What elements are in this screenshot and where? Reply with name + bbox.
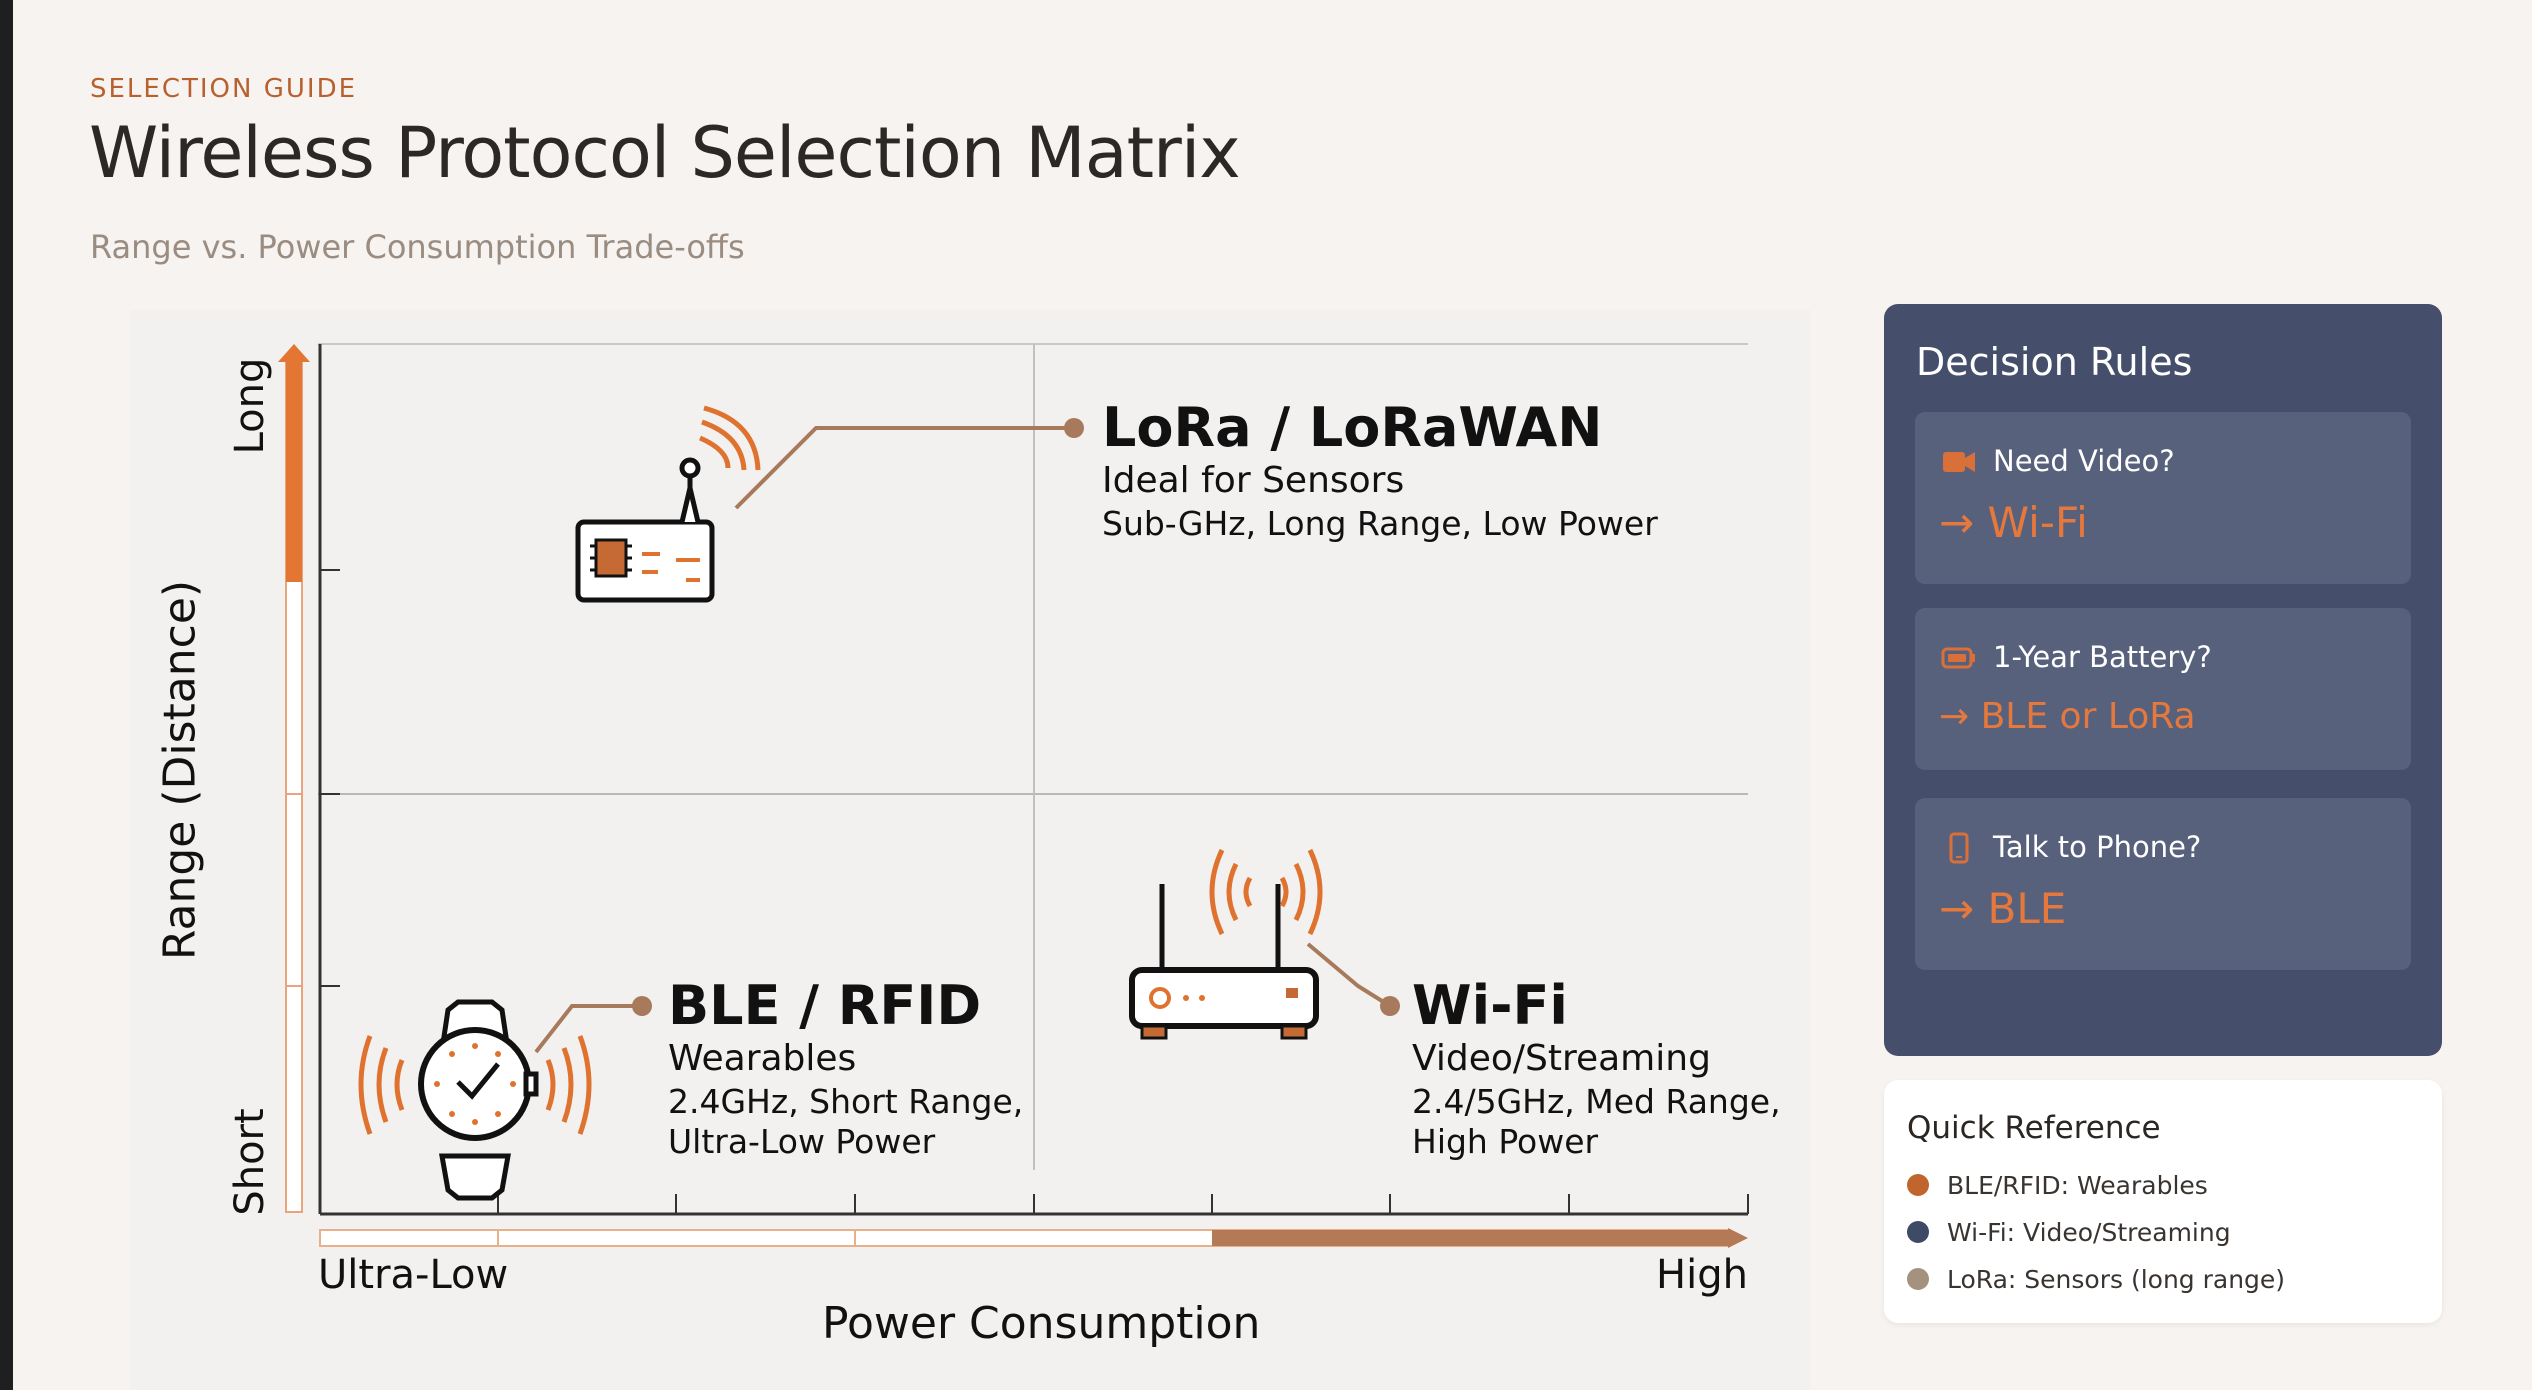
wifi-router-icon [1129,848,1323,1040]
quick-reference-title: Quick Reference [1907,1110,2161,1146]
x-axis-title: Power Consumption [822,1298,1261,1349]
smartwatch-icon [358,999,592,1201]
phone-icon [1949,832,1969,864]
power-gauge-bar [319,1228,1748,1248]
legend-dot [1907,1221,1929,1243]
legend-label: BLE/RFID: Wearables [1947,1170,2208,1200]
y-axis-high-label: Long [227,357,273,455]
lora-title: LoRa / LoRaWAN [1102,396,1603,459]
eyebrow-label: SELECTION GUIDE [90,74,358,104]
rule-question: Talk to Phone? [1993,830,2202,864]
battery-icon [1941,647,1975,669]
range-gauge-bar [278,344,310,1213]
page-title: Wireless Protocol Selection Matrix [89,112,1241,194]
legend-label: LoRa: Sensors (long range) [1947,1264,2286,1294]
lora-detail: Sub-GHz, Long Range, Low Power [1102,504,1658,543]
rule-card-battery[interactable]: 1-Year Battery? → BLE or LoRa [1915,608,2411,770]
wifi-detail-1: 2.4/5GHz, Med Range, [1412,1082,1781,1121]
page-subtitle: Range vs. Power Consumption Trade-offs [90,228,745,266]
y-axis-low-label: Short [227,1108,273,1216]
rule-answer: → Wi-Fi [1939,498,2088,547]
decision-rules-title: Decision Rules [1916,340,2193,384]
lora-subtitle: Ideal for Sensors [1102,460,1405,501]
matrix-graphics [278,343,1749,1248]
wifi-title: Wi-Fi [1412,974,1568,1037]
rule-question: Need Video? [1993,444,2175,478]
rule-question: 1-Year Battery? [1993,640,2212,674]
legend-item: Wi-Fi: Video/Streaming [1907,1215,2231,1249]
lora-board-antenna-icon [575,405,761,603]
window-edge [0,0,13,1390]
quick-reference-card: Quick Reference BLE/RFID: Wearables Wi-F… [1884,1080,2442,1323]
ble-detail-2: Ultra-Low Power [668,1122,936,1161]
rule-answer: → BLE or LoRa [1939,696,2196,737]
decision-rules-panel: Decision Rules Need Video? → Wi-Fi 1-Yea… [1884,304,2442,1056]
video-camera-icon [1943,452,1975,472]
wifi-subtitle: Video/Streaming [1412,1038,1711,1079]
legend-item: BLE/RFID: Wearables [1907,1168,2208,1202]
ble-subtitle: Wearables [668,1038,857,1079]
y-axis-title: Range (Distance) [154,579,206,961]
x-axis-low-label: Ultra-Low [318,1252,509,1298]
wifi-detail-2: High Power [1412,1122,1599,1161]
ble-title: BLE / RFID [668,974,982,1037]
legend-label: Wi-Fi: Video/Streaming [1947,1217,2231,1247]
legend-item: LoRa: Sensors (long range) [1907,1262,2285,1296]
x-axis-high-label: High [1656,1252,1748,1298]
legend-dot [1907,1174,1929,1196]
selection-matrix-diagram: Range (Distance) Long Short Ultra-Low Hi… [130,310,1810,1390]
ble-detail-1: 2.4GHz, Short Range, [668,1082,1024,1121]
rule-answer: → BLE [1939,884,2067,933]
legend-dot [1907,1268,1929,1290]
rule-card-video[interactable]: Need Video? → Wi-Fi [1915,412,2411,584]
rule-card-phone[interactable]: Talk to Phone? → BLE [1915,798,2411,970]
